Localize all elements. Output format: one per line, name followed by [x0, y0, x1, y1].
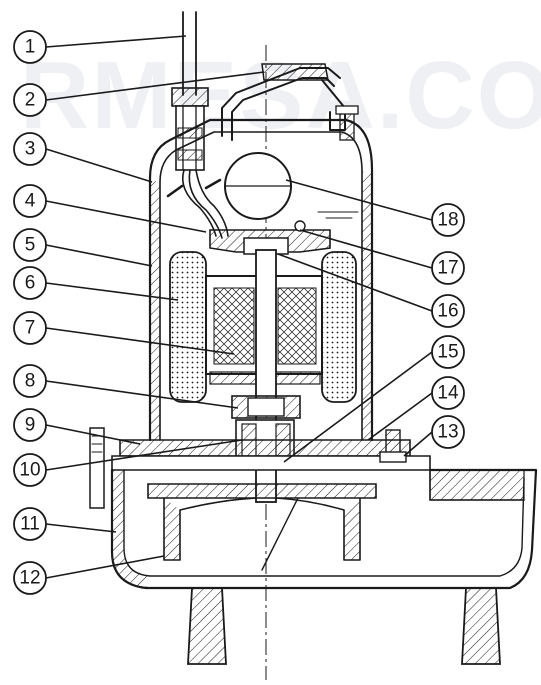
cable-gland — [171, 87, 209, 171]
callout-12-label: 12 — [19, 568, 40, 589]
callout-2-label: 2 — [25, 90, 36, 111]
callout-2: 2 — [13, 83, 47, 117]
callout-17-label: 17 — [437, 258, 458, 279]
callout-13: 13 — [431, 415, 465, 449]
callout-15-label: 15 — [437, 342, 458, 363]
callout-18-label: 18 — [437, 210, 458, 231]
callout-4-label: 4 — [25, 191, 36, 212]
callout-3: 3 — [13, 132, 47, 166]
callout-13-label: 13 — [437, 422, 458, 443]
callout-11: 11 — [13, 507, 47, 541]
lifting-handle — [221, 63, 346, 141]
volute-casing — [110, 468, 538, 590]
callout-1: 1 — [13, 30, 47, 64]
callout-10: 10 — [13, 453, 47, 487]
callout-8: 8 — [13, 364, 47, 398]
leader-lines — [45, 35, 433, 579]
callout-18: 18 — [431, 203, 465, 237]
upper-bearing-bracket — [209, 220, 331, 255]
callout-10-label: 10 — [19, 460, 40, 481]
callout-6: 6 — [13, 266, 47, 300]
callout-15: 15 — [431, 335, 465, 369]
callout-5-label: 5 — [25, 235, 36, 256]
callout-9-label: 9 — [25, 415, 36, 436]
callout-7: 7 — [13, 311, 47, 345]
callout-4: 4 — [13, 184, 47, 218]
stator-winding-left — [169, 251, 207, 403]
callout-14-label: 14 — [437, 383, 459, 404]
watermark-text: RMESA.COM — [20, 42, 541, 149]
housing-bolts — [89, 427, 407, 509]
callout-3-label: 3 — [25, 139, 36, 160]
callout-8-label: 8 — [25, 371, 36, 392]
callout-16: 16 — [431, 294, 465, 328]
internal-wiring — [166, 169, 229, 239]
callout-11-label: 11 — [20, 514, 40, 535]
pump-feet — [187, 587, 501, 665]
callout-9: 9 — [13, 408, 47, 442]
callout-1-label: 1 — [25, 37, 36, 58]
lower-bearing — [231, 395, 301, 419]
impeller — [147, 483, 377, 571]
callout-5: 5 — [13, 228, 47, 262]
callout-16-label: 16 — [437, 301, 458, 322]
callout-17: 17 — [431, 251, 465, 285]
motor-housing — [148, 105, 374, 442]
callout-7-label: 7 — [25, 318, 36, 339]
float-switch — [224, 152, 292, 220]
callout-14: 14 — [431, 376, 465, 410]
callout-12: 12 — [13, 561, 47, 595]
stator-winding-right — [321, 251, 357, 403]
callout-6-label: 6 — [25, 273, 36, 294]
